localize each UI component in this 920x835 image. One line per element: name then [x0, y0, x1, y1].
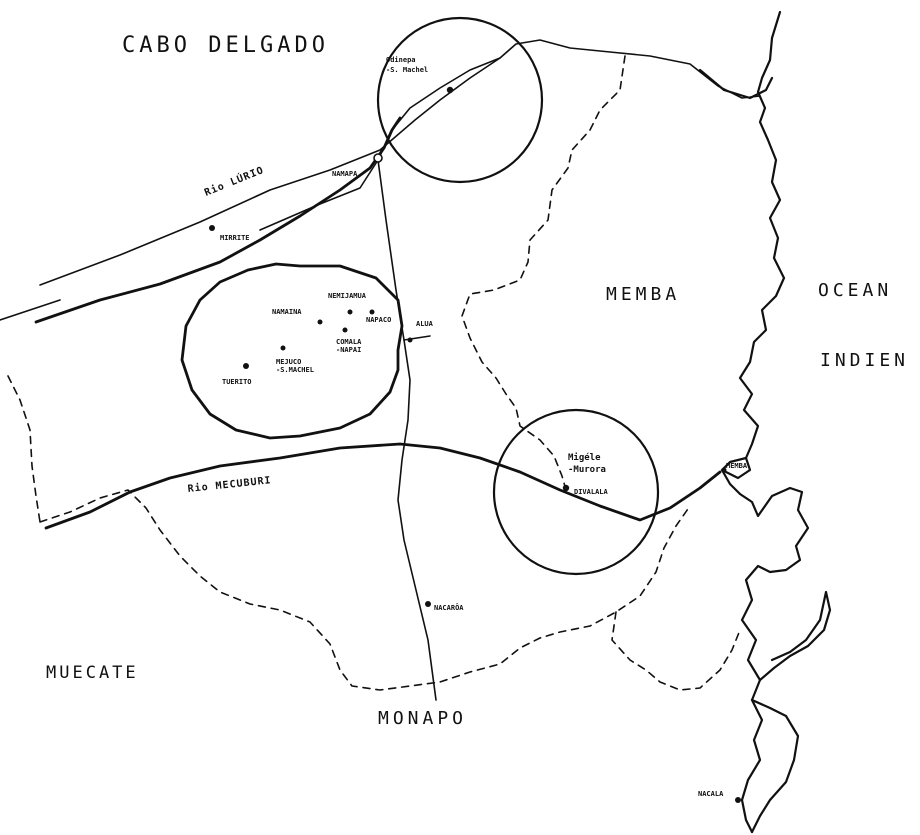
label-mejuco: MEJUCO	[276, 358, 301, 366]
road-main	[377, 159, 437, 701]
road-namapa	[377, 57, 501, 161]
marker-nacaroa	[425, 601, 431, 607]
label-migele: Migéle	[568, 452, 601, 463]
coast-island-nacala	[758, 590, 832, 682]
label-odinepa: Odinepa	[386, 56, 416, 64]
label-mejuco-2: -S.MACHEL	[276, 366, 314, 374]
label-alua: ALUA	[416, 320, 434, 328]
label-memba-town: MEMBA	[726, 462, 748, 470]
district-boundary-west	[7, 375, 41, 523]
label-namapa: NAMAPA	[332, 170, 358, 178]
label-river-mecuburi: Rio MECUBURI	[187, 474, 272, 495]
label-napaco: NAPACO	[366, 316, 391, 324]
label-comala: COMALA	[336, 338, 362, 346]
district-boundary-south	[39, 489, 691, 691]
boundary-north	[39, 39, 761, 286]
label-cabo-delgado: CABO DELGADO	[122, 33, 329, 58]
label-muecate: MUECATE	[46, 663, 139, 683]
label-nemijamua: NEMIJAMUA	[328, 292, 367, 300]
marker-migele	[562, 484, 570, 492]
district-boundary-east-south	[611, 611, 741, 691]
marker-alua	[407, 337, 413, 343]
label-tuerite: TUERITO	[222, 378, 252, 386]
label-memba-district: MEMBA	[606, 284, 680, 305]
label-mirrite: MIRRITE	[220, 234, 250, 242]
zone-circle-odinepa	[376, 16, 544, 184]
coast-inlet-a	[720, 456, 752, 480]
coast-upper-east	[698, 68, 774, 100]
river-lurio-2	[0, 299, 61, 321]
marker-nemijamua	[347, 309, 353, 315]
coast-peninsula	[750, 698, 800, 834]
marker-mejuco	[280, 345, 286, 351]
label-indien: INDIEN	[820, 350, 909, 371]
marker-comala	[342, 327, 348, 333]
label-nacaroa: NACARÔA	[434, 603, 464, 612]
marker-tuerite	[243, 363, 249, 369]
road-mirrite	[259, 159, 379, 231]
marker-memba-town	[721, 467, 727, 473]
label-river-lurio: Rio LÚRIO	[202, 163, 265, 199]
label-namaina: NAMAINA	[272, 308, 302, 316]
coastline	[720, 10, 810, 834]
marker-namapa	[373, 153, 383, 163]
label-ocean: OCEAN	[818, 280, 892, 301]
marker-nacala	[735, 797, 741, 803]
marker-odinepa	[446, 86, 454, 94]
label-migele-2: -Murora	[568, 465, 606, 475]
label-odinepa-2: -S. Machel	[386, 66, 428, 74]
zone-circle-migele	[492, 408, 660, 576]
label-divalala: DIVALALA	[574, 488, 609, 496]
zone-blob-center	[180, 262, 404, 440]
label-comala-2: -NAPAI	[336, 346, 361, 354]
marker-namaina	[317, 319, 323, 325]
label-nacala: NACALA	[698, 790, 724, 798]
label-monapo: MONAPO	[378, 708, 467, 729]
river-mecuburi	[44, 442, 722, 530]
marker-mirrite	[209, 225, 215, 231]
district-boundary-memba-west	[461, 55, 626, 491]
marker-napaco	[369, 309, 375, 315]
